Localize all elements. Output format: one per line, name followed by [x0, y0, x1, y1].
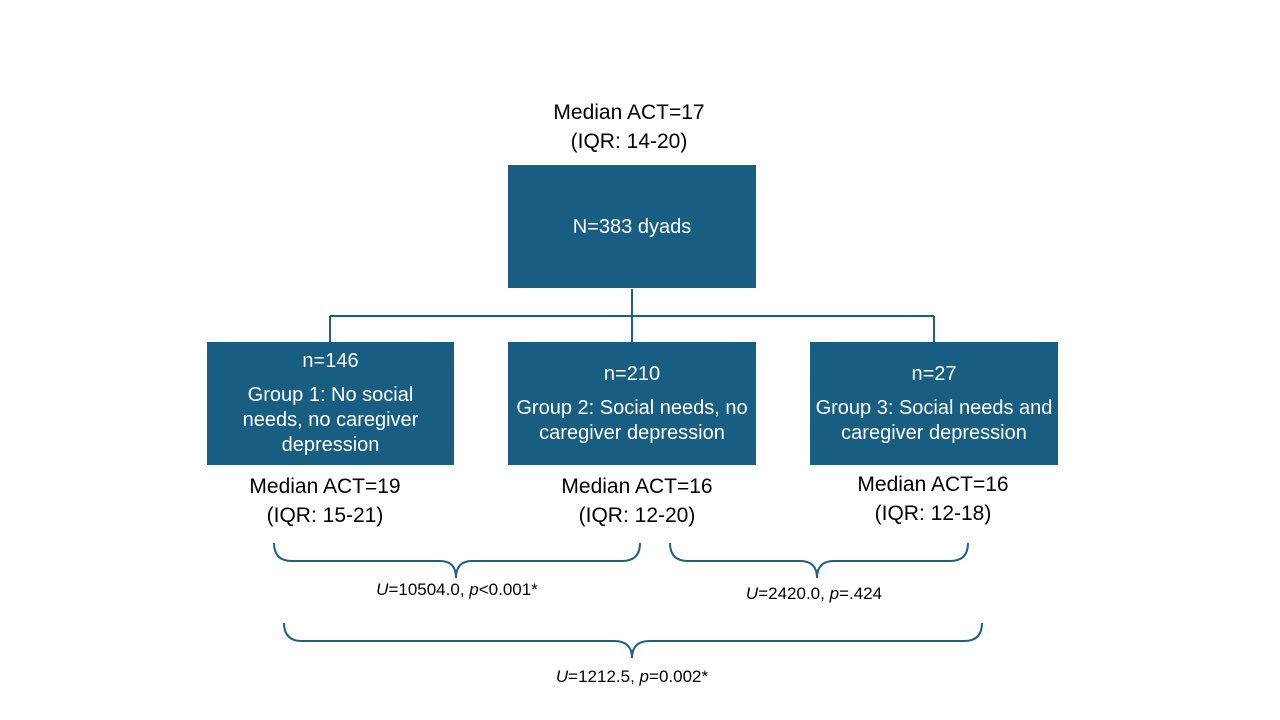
group-3-label: Group 3: Social needs and caregiver depr…	[815, 396, 1053, 444]
group-1-iqr: (IQR: 15-21)	[266, 504, 384, 527]
group-3-count: n=27	[911, 362, 957, 385]
group-1-stats: Median ACT=19 (IQR: 15-21)	[175, 472, 475, 530]
group-2-stats: Median ACT=16 (IQR: 12-20)	[487, 472, 787, 530]
group-1-label: Group 1: No social needs, no caregiver d…	[242, 384, 419, 456]
root-box: N=383 dyads	[508, 165, 756, 288]
p-value: =.424	[839, 584, 883, 603]
group-2-median: Median ACT=16	[561, 475, 713, 498]
group-1-count: n=146	[302, 350, 359, 372]
p-symbol: p	[829, 584, 840, 603]
bracket-g1-g3	[283, 622, 983, 659]
root-label: N=383 dyads	[572, 215, 692, 238]
root-median: Median ACT=17	[553, 101, 705, 124]
root-iqr: (IQR: 14-20)	[570, 130, 688, 153]
comparison-g2-g3: U=2420.0, p=.424	[664, 584, 964, 604]
u-value: =10504.0,	[388, 580, 470, 599]
bracket-g2-g3	[669, 542, 969, 579]
group-2-iqr: (IQR: 12-20)	[578, 504, 696, 527]
group-1-median: Median ACT=19	[249, 475, 401, 498]
group-2-box: n=210 Group 2: Social needs, no caregive…	[508, 342, 756, 465]
group-2-label: Group 2: Social needs, no caregiver depr…	[516, 396, 748, 444]
u-symbol: U	[745, 584, 759, 603]
group-3-stats: Median ACT=16 (IQR: 12-18)	[783, 470, 1083, 528]
comparison-g1-g3: U=1212.5, p=0.002*	[482, 667, 782, 687]
u-value: =2420.0,	[758, 584, 830, 603]
p-value: =0.002*	[649, 667, 709, 686]
group-3-box: n=27 Group 3: Social needs and caregiver…	[810, 342, 1058, 465]
bracket-g1-g2	[273, 542, 641, 579]
p-symbol: p	[639, 667, 650, 686]
u-symbol: U	[555, 667, 569, 686]
group-3-iqr: (IQR: 12-18)	[874, 502, 992, 525]
u-symbol: U	[376, 580, 389, 599]
group-1-box: n=146 Group 1: No social needs, no careg…	[207, 342, 454, 465]
group-3-median: Median ACT=16	[857, 473, 1009, 496]
p-symbol: p	[469, 580, 479, 599]
u-value: =1212.5,	[568, 667, 640, 686]
comparison-g1-g2: U=10504.0, p<0.001*	[307, 580, 607, 600]
root-stats: Median ACT=17 (IQR: 14-20)	[479, 98, 779, 156]
group-2-count: n=210	[603, 362, 661, 385]
p-value: <0.001*	[478, 580, 538, 599]
